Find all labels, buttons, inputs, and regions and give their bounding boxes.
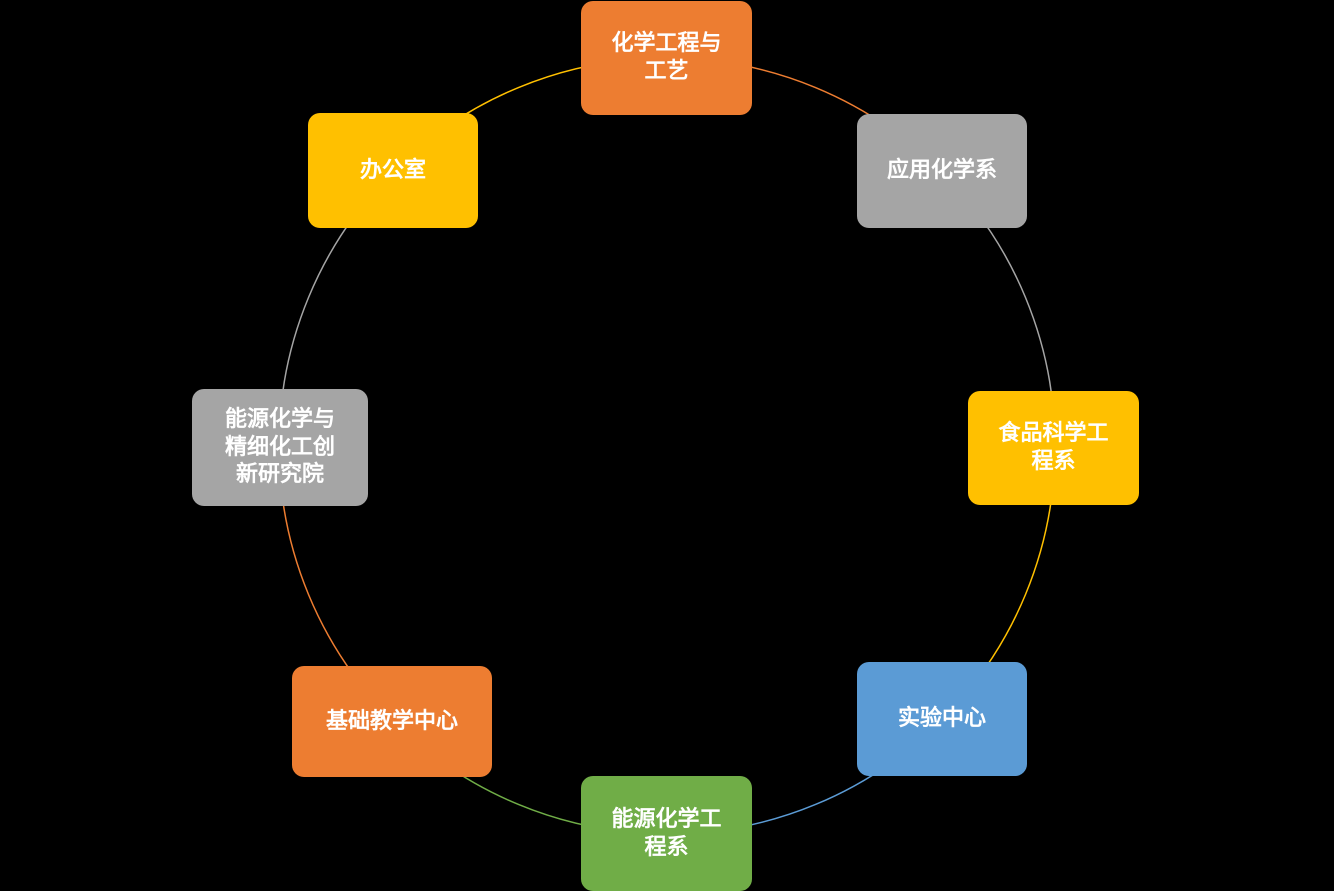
- node-label: 基础教学中心: [325, 708, 458, 734]
- node-office: 办公室: [308, 113, 478, 228]
- node-basic-teaching-center: 基础教学中心: [292, 666, 492, 777]
- node-food-science-engineering-department: 食品科学工 程系: [968, 391, 1139, 505]
- node-label: 食品科学工 程系: [998, 421, 1109, 474]
- node-label: 实验中心: [897, 706, 986, 732]
- node-experiment-center: 实验中心: [857, 662, 1027, 776]
- node-energy-chemistry-fine-chemical-innovation-institute: 能源化学与 精细化工创 新研究院: [192, 389, 368, 506]
- node-label: 能源化学工 程系: [611, 806, 722, 860]
- node-label: 办公室: [359, 157, 426, 183]
- node-applied-chemistry-department: 应用化学系: [857, 114, 1027, 228]
- node-label: 化学工程与 工艺: [611, 31, 722, 84]
- node-energy-chemical-engineering-department: 能源化学工 程系: [581, 776, 752, 891]
- node-label: 应用化学系: [886, 158, 997, 184]
- node-chemical-engineering-and-technology: 化学工程与 工艺: [581, 1, 752, 115]
- node-label: 能源化学与 精细化工创 新研究院: [224, 406, 335, 488]
